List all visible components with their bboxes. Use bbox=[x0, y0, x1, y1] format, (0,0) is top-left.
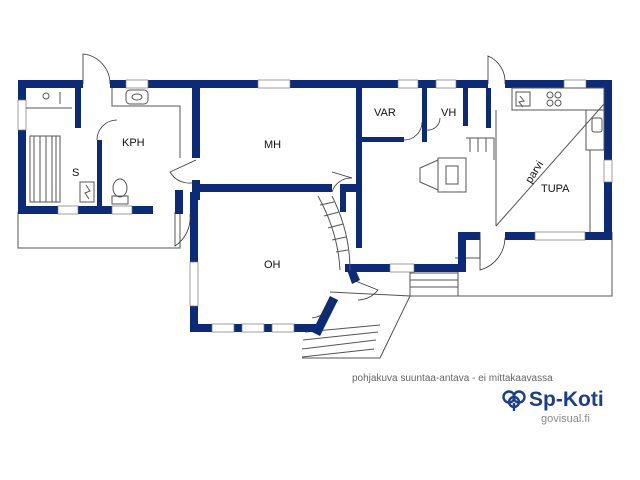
room-label-var: VAR bbox=[374, 107, 396, 119]
windows bbox=[17, 79, 613, 333]
website-text: govisual.fi bbox=[541, 413, 590, 425]
room-label-s: S bbox=[72, 167, 79, 179]
fixtures bbox=[26, 87, 605, 271]
room-label-mh: MH bbox=[264, 139, 281, 151]
room-label-kph: KPH bbox=[122, 137, 145, 149]
loft-label-parvi: parvi bbox=[523, 159, 546, 186]
brand-name: Sp-Koti bbox=[529, 388, 604, 411]
doors bbox=[82, 53, 506, 319]
brand-logo: Sp-Koti bbox=[502, 388, 604, 412]
room-label-vh: VH bbox=[441, 107, 456, 119]
plan-caption: pohjakuva suuntaa-antava - ei mittakaava… bbox=[352, 373, 553, 384]
room-label-oh: OH bbox=[264, 259, 281, 271]
interior-walls bbox=[75, 88, 491, 248]
tree-icon bbox=[502, 390, 526, 411]
room-label-tupa: TUPA bbox=[541, 183, 570, 195]
exterior-walls bbox=[18, 80, 612, 336]
